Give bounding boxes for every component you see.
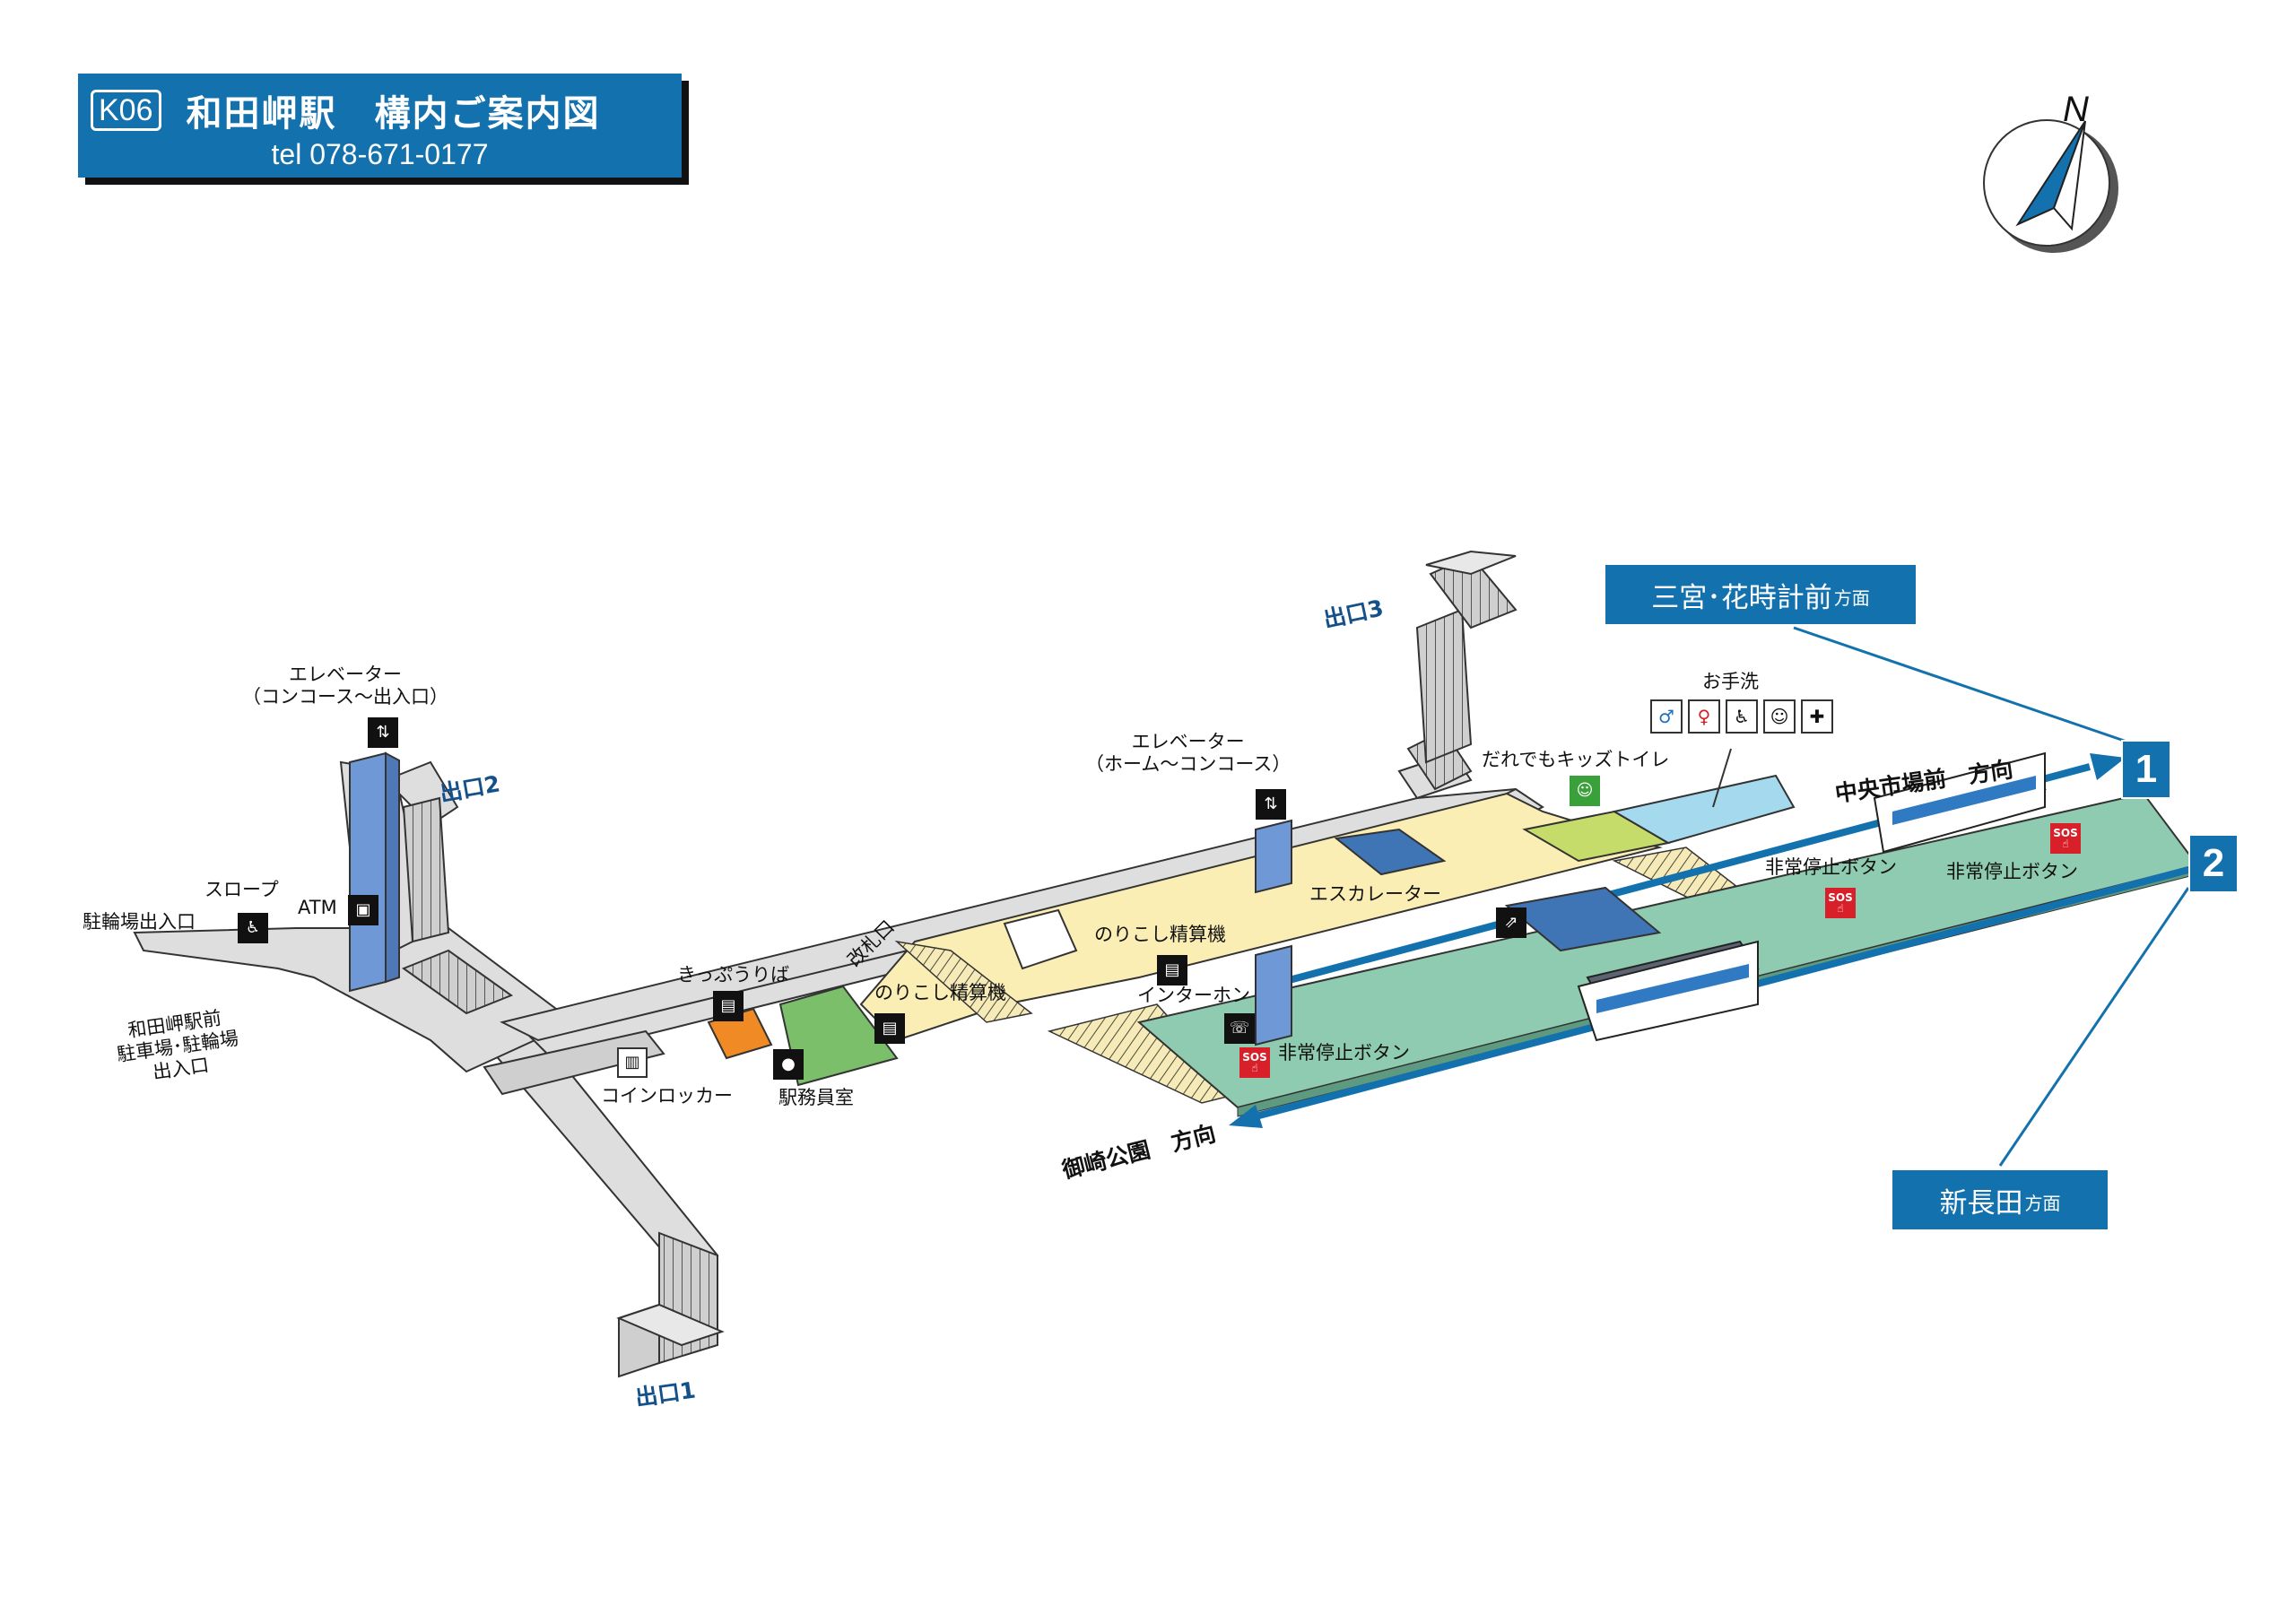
elevator-concourse-label-line1: エレベーター: [288, 664, 402, 685]
platform-2-number: 2: [2188, 834, 2239, 893]
fare-adjust-icon: ▤: [874, 1013, 905, 1044]
escalators: [1334, 828, 1662, 952]
ostomate-icon: ✚: [1801, 699, 1833, 734]
stair-slope-1: [894, 940, 1033, 1023]
station-office-label: 駅務員室: [778, 1087, 854, 1108]
accessible-toilet-icon: ♿: [1726, 699, 1758, 734]
ticket-sales-label: きっぷうりば: [677, 964, 790, 985]
baby-care-icon: ☺: [1763, 699, 1796, 734]
elevator-concourse-label: エレベーター （コンコース～出入口）: [242, 664, 448, 708]
elevator-home-label-line2: （ホーム～コンコース）: [1085, 753, 1292, 776]
telephone: tel 078-671-0177: [271, 138, 489, 170]
compass-north-label: N: [2063, 90, 2089, 129]
elevator-icon: ⇅: [1256, 789, 1286, 820]
page-title: 和田岬駅 構内ご案内図: [186, 93, 601, 135]
leader-line-toilet: [1712, 748, 1732, 808]
wheelchair-icon: ♿: [238, 913, 268, 943]
train-platform-1: [1873, 751, 2047, 854]
compass: [1983, 119, 2118, 253]
train-platform-2: [1577, 940, 1760, 1042]
emergency-stop-icon: SOS☝: [1239, 1047, 1270, 1078]
emergency-stop-icon: SOS☝: [2050, 823, 2081, 854]
destination-shinnagata-suffix: 方面: [2024, 1193, 2061, 1214]
emergency-stop-label-1: 非常停止ボタン: [1278, 1042, 1410, 1064]
elevator-shaft-concourse: [349, 751, 400, 993]
elevator-shaft-home: [1255, 819, 1292, 1046]
kids-toilet-label: だれでもキッズトイレ: [1482, 749, 1670, 770]
fare-adjust-label-1: のりこし精算機: [874, 982, 1006, 1003]
fare-adjust-icon: ▤: [1157, 955, 1187, 985]
atm-icon: ▣: [348, 895, 378, 925]
destination-shinnagata: 新長田方面: [1892, 1170, 2108, 1229]
platform-1-number: 1: [2121, 740, 2171, 799]
elevator-home-label-line1: エレベーター: [1131, 731, 1245, 752]
toilet-area: [1522, 774, 1796, 863]
slope-label: スロープ: [204, 879, 279, 900]
leader-line-shinnagata: [1998, 887, 2190, 1167]
escalator-label: エスカレーター: [1309, 883, 1441, 905]
fare-adjust-label-2: のりこし精算機: [1094, 924, 1226, 945]
bicycle-entrance-label: 駐輪場出入口: [83, 911, 196, 933]
destination-sannomiya: 三宮･花時計前方面: [1605, 565, 1916, 624]
emergency-stop-label-2: 非常停止ボタン: [1765, 856, 1897, 878]
ticket-machine-icon: ▤: [713, 991, 744, 1021]
atm-label: ATM: [298, 897, 337, 918]
escalator-icon: ⇗: [1496, 907, 1526, 938]
exit3-stair: [1397, 550, 1518, 800]
elevator-home-label: エレベーター （ホーム～コンコース）: [1085, 731, 1291, 776]
female-toilet-icon: ♀: [1688, 699, 1720, 734]
male-toilet-icon: ♂: [1650, 699, 1683, 734]
coin-locker-label: コインロッカー: [601, 1085, 733, 1107]
elevator-concourse-label-line2: （コンコース～出入口）: [242, 686, 448, 708]
kids-toilet-icon: ☺: [1570, 776, 1600, 806]
leader-line-sannomiya: [1793, 626, 2135, 746]
emergency-stop-label-3: 非常停止ボタン: [1946, 861, 2078, 882]
title-row: K06 和田岬駅 構内ご案内図: [91, 84, 601, 136]
toilet-label: お手洗: [1702, 671, 1759, 692]
title-block: K06 和田岬駅 構内ご案内図 tel 078-671-0177: [78, 74, 682, 178]
toilet-icons: ♂ ♀ ♿ ☺ ✚: [1650, 699, 1833, 734]
station-code: K06: [91, 90, 161, 131]
destination-sannomiya-suffix: 方面: [1833, 587, 1870, 609]
destination-shinnagata-name: 新長田: [1939, 1186, 2023, 1220]
coin-locker-icon: ▥: [617, 1047, 648, 1078]
destination-sannomiya-name: 三宮･花時計前: [1651, 581, 1832, 614]
intercom-label: インターホン: [1137, 985, 1250, 1006]
elevator-icon: ⇅: [368, 717, 398, 748]
intercom-icon: ☏: [1224, 1013, 1255, 1044]
paid-area: [859, 792, 1663, 1042]
station-office-icon: ●: [773, 1049, 804, 1080]
emergency-stop-icon: SOS☝: [1825, 888, 1856, 918]
